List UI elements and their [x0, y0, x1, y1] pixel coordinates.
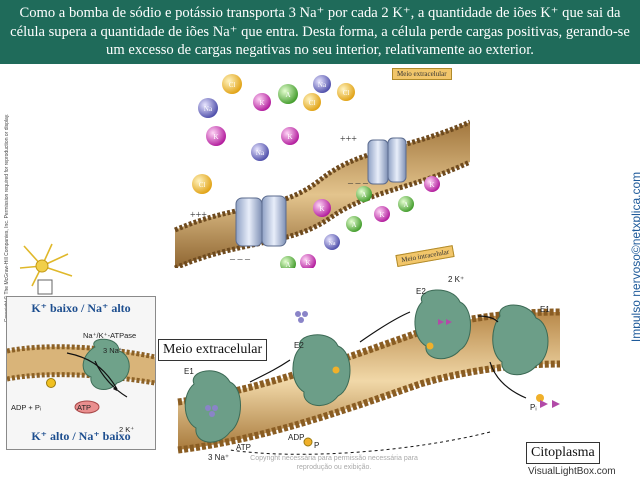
svg-text:K: K: [213, 133, 218, 141]
ion-na-icon: Na: [313, 75, 331, 93]
caption-text: Como a bomba de sódio e potássio transpo…: [10, 5, 630, 58]
svg-text:A: A: [361, 191, 366, 199]
ion-cl-icon: Cl: [192, 174, 212, 194]
label-e2: E2: [294, 341, 304, 350]
top-membrane-diagram: Na Cl K A Cl Na Cl K K Na Cl K A K A K A…: [174, 74, 470, 268]
ion-k-icon: K: [281, 127, 299, 145]
na-count-label: 3 Na⁺: [103, 346, 123, 355]
label-pi: Pᵢ: [530, 403, 537, 412]
ion-k-icon: K: [424, 176, 440, 192]
svg-text:Na: Na: [256, 149, 265, 157]
svg-text:K: K: [429, 181, 434, 189]
membrane-outer-heads: [174, 119, 470, 233]
ion-na-icon: Na: [251, 143, 269, 161]
pump-name-label: Na⁺/K⁺-ATPase: [83, 331, 137, 340]
svg-text:A: A: [403, 201, 408, 209]
ion-a-icon: A: [356, 186, 372, 202]
ion-na-icon: Na: [324, 234, 340, 250]
ion-k-icon: K: [300, 254, 316, 268]
outer-medium-tag: Meio extracelular: [392, 68, 452, 80]
svg-text:A: A: [285, 261, 290, 268]
pump-detail-panel: K⁺ baixo / Na⁺ alto Na⁺/K⁺-ATPase 3 Na⁺ …: [6, 296, 156, 450]
svg-text:Na: Na: [318, 81, 327, 89]
charge-negative-right: – – –: [347, 178, 369, 189]
pump-cycle-diagram: E1 E2 E2 E1 2 K⁺ 3 Na⁺ ATP ADP P Pᵢ: [177, 275, 560, 462]
ion-na-icon: Na: [198, 98, 218, 118]
svg-text:A: A: [285, 91, 290, 99]
membrane-inner-heads: [174, 159, 470, 268]
label-3na: 3 Na⁺: [208, 453, 229, 462]
pump-e2-icon: [292, 334, 351, 406]
pump-e2b-icon: [414, 289, 471, 360]
ion-cl-icon: Cl: [337, 83, 355, 101]
label-p: P: [314, 441, 319, 450]
label-e2b: E2: [416, 287, 426, 296]
label-atp: ATP: [236, 443, 251, 452]
ion-k-icon: K: [374, 206, 390, 222]
channel-right: [367, 137, 407, 185]
svg-text:Cl: Cl: [343, 89, 350, 97]
svg-text:K: K: [287, 133, 292, 141]
cytoplasm-label: Citoplasma: [526, 442, 600, 464]
label-e1b: E1: [540, 305, 550, 314]
panel-top-title: K⁺ baixo / Na⁺ alto: [31, 301, 131, 315]
svg-text:Cl: Cl: [229, 81, 236, 89]
charge-negative-left: – – –: [229, 254, 251, 265]
ion-a-icon: A: [278, 84, 298, 104]
ion-k-icon: K: [313, 199, 331, 217]
side-credit-text: Impulso nervoso©netxplica.com: [629, 171, 640, 343]
svg-text:K: K: [379, 211, 384, 219]
caption-banner: Como a bomba de sódio e potássio transpo…: [0, 0, 640, 64]
svg-text:K: K: [259, 99, 264, 107]
k-count-label: 2 K⁺: [119, 425, 135, 434]
copyright-watermark: Copyright necessária para permissão nece…: [250, 455, 418, 471]
panel-bottom-title: K⁺ alto / Na⁺ baixo: [31, 429, 131, 443]
ion-a-icon: A: [398, 196, 414, 212]
charge-positive-right: +++: [340, 134, 357, 145]
ion-a-icon: A: [280, 256, 296, 268]
label-e1: E1: [184, 367, 194, 376]
outer-medium-label: Meio extracelular: [158, 339, 268, 361]
svg-text:Cl: Cl: [199, 181, 206, 189]
label-2k: 2 K⁺: [448, 275, 464, 284]
pump-detail-diagram: [7, 338, 155, 414]
ion-cl-icon: Cl: [303, 93, 321, 111]
svg-text:K: K: [305, 259, 310, 267]
ion-cl-icon: Cl: [222, 74, 242, 94]
pump-e1b-icon: [492, 304, 549, 376]
label-adp: ADP: [288, 433, 304, 442]
svg-text:Cl: Cl: [309, 99, 316, 107]
svg-text:Na: Na: [329, 241, 336, 247]
visuallightbox-credit: VisualLightBox.com: [528, 466, 616, 477]
svg-text:Na: Na: [204, 105, 213, 113]
charge-positive-left: +++: [190, 210, 207, 221]
adp-pi-label: ADP + Pᵢ: [11, 403, 42, 412]
ion-a-icon: A: [346, 216, 362, 232]
svg-text:K: K: [319, 205, 324, 213]
channel-left: [235, 195, 287, 247]
ion-k-icon: K: [206, 126, 226, 146]
ion-k-icon: K: [253, 93, 271, 111]
atp-label: ATP: [77, 403, 92, 412]
svg-text:A: A: [351, 221, 356, 229]
neuron-icon: [19, 243, 73, 295]
